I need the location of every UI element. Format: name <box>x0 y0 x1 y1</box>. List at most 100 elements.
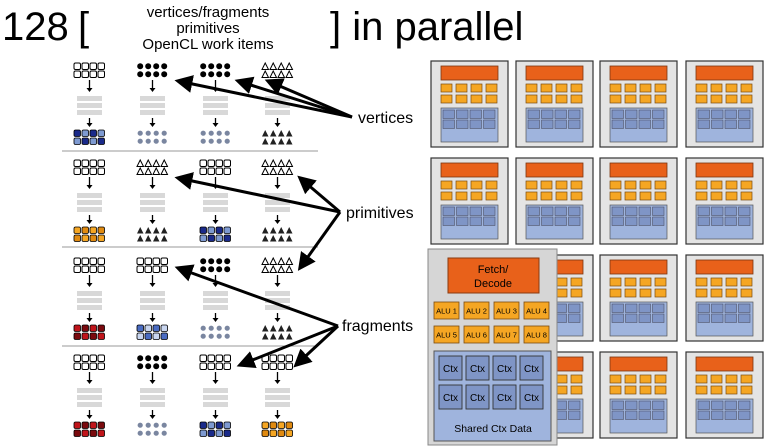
core-ctx-slot <box>527 206 540 216</box>
input-dot <box>161 363 168 370</box>
core-alu <box>609 288 622 298</box>
core-ctx-slot <box>652 400 665 410</box>
input-square <box>223 159 231 167</box>
core-alu <box>639 288 652 298</box>
core-alu <box>609 191 622 201</box>
shader-program-bar <box>265 298 290 303</box>
core-ctx-slot <box>652 206 665 216</box>
flow-arrow-head <box>149 318 156 322</box>
core-alu <box>609 94 622 104</box>
core-alu <box>725 180 738 190</box>
core-ctx-slot <box>724 400 737 410</box>
output-triangle <box>270 325 277 332</box>
shader-program-bar <box>140 298 165 303</box>
input-dot <box>145 363 152 370</box>
core-alu <box>455 180 468 190</box>
core-ctx-slot <box>568 109 581 119</box>
alu-label: ALU 8 <box>526 331 547 340</box>
shader-program-bar <box>265 103 290 108</box>
alu-unit <box>493 325 520 344</box>
shader-program-bar <box>140 200 165 205</box>
core <box>685 60 764 148</box>
flow-arrow-head <box>274 380 281 384</box>
ctx-slot <box>492 384 517 410</box>
input-square <box>207 362 215 370</box>
core-ctx-slot <box>652 119 665 129</box>
output-dot <box>224 138 230 144</box>
core-alu <box>710 94 723 104</box>
output-triangle <box>286 227 293 234</box>
output-dot <box>145 422 151 428</box>
input-square <box>215 167 223 175</box>
output-triangle <box>262 333 269 340</box>
core-ctx-slot <box>456 216 469 226</box>
core-ctx-slot <box>738 109 751 119</box>
input-square <box>199 167 207 175</box>
output-square <box>89 421 97 429</box>
flow-arrow-head <box>149 380 156 384</box>
work-item-grid <box>73 61 294 437</box>
output-square <box>285 429 293 437</box>
core-alu <box>710 385 723 395</box>
input-square <box>73 62 81 70</box>
flow-arrow-head <box>86 380 93 384</box>
core-alu <box>440 180 453 190</box>
core-alu <box>570 374 583 384</box>
shader-program-bar <box>203 103 228 108</box>
core-fetch-decode <box>440 162 499 178</box>
core-alu <box>654 288 667 298</box>
input-square <box>97 354 105 362</box>
core-alu <box>570 385 583 395</box>
flow-arrow-head <box>212 123 219 127</box>
core-ctx-slot <box>724 313 737 323</box>
output-square <box>207 226 215 234</box>
input-square <box>269 362 277 370</box>
ctx-slot <box>519 384 544 410</box>
flow-arrow-head <box>86 88 93 92</box>
output-dot <box>153 130 159 136</box>
core-alu <box>624 83 637 93</box>
core-fetch-decode <box>525 162 584 178</box>
output-square <box>199 429 207 437</box>
input-square <box>97 265 105 273</box>
output-square <box>160 332 168 340</box>
shader-program-bar <box>77 193 102 198</box>
output-square <box>277 429 285 437</box>
input-square <box>81 62 89 70</box>
core-alu <box>555 374 568 384</box>
core <box>515 157 594 245</box>
output-triangle <box>286 235 293 242</box>
output-triangle <box>145 227 152 234</box>
output-square <box>73 324 81 332</box>
ctx-label: Ctx <box>524 393 539 404</box>
core-alu <box>540 94 553 104</box>
core-alu <box>570 191 583 201</box>
output-square <box>73 234 81 242</box>
output-triangle <box>270 130 277 137</box>
output-dot <box>200 333 206 339</box>
core-ctx-slot <box>638 313 651 323</box>
shader-program-bar <box>77 110 102 115</box>
core-alu <box>609 83 622 93</box>
input-square <box>97 257 105 265</box>
shader-program-bar <box>265 96 290 101</box>
shader-program-bar <box>77 395 102 400</box>
input-triangle <box>285 69 294 78</box>
output-dot <box>224 333 230 339</box>
core-alu <box>740 180 753 190</box>
flow-arrow-head <box>86 318 93 322</box>
core-ctx-slot <box>638 119 651 129</box>
input-square <box>215 354 223 362</box>
core-ctx-slot <box>724 216 737 226</box>
output-square <box>215 226 223 234</box>
flow-arrow-head <box>212 220 219 224</box>
core-alu <box>639 277 652 287</box>
core-ctx-slot <box>442 119 455 129</box>
output-triangle <box>278 333 285 340</box>
fetch-decode-label-1: Fetch/ <box>478 264 510 276</box>
core-ctx-slot <box>469 109 482 119</box>
ctx-slot <box>465 355 490 381</box>
work-item-cell <box>137 355 168 436</box>
